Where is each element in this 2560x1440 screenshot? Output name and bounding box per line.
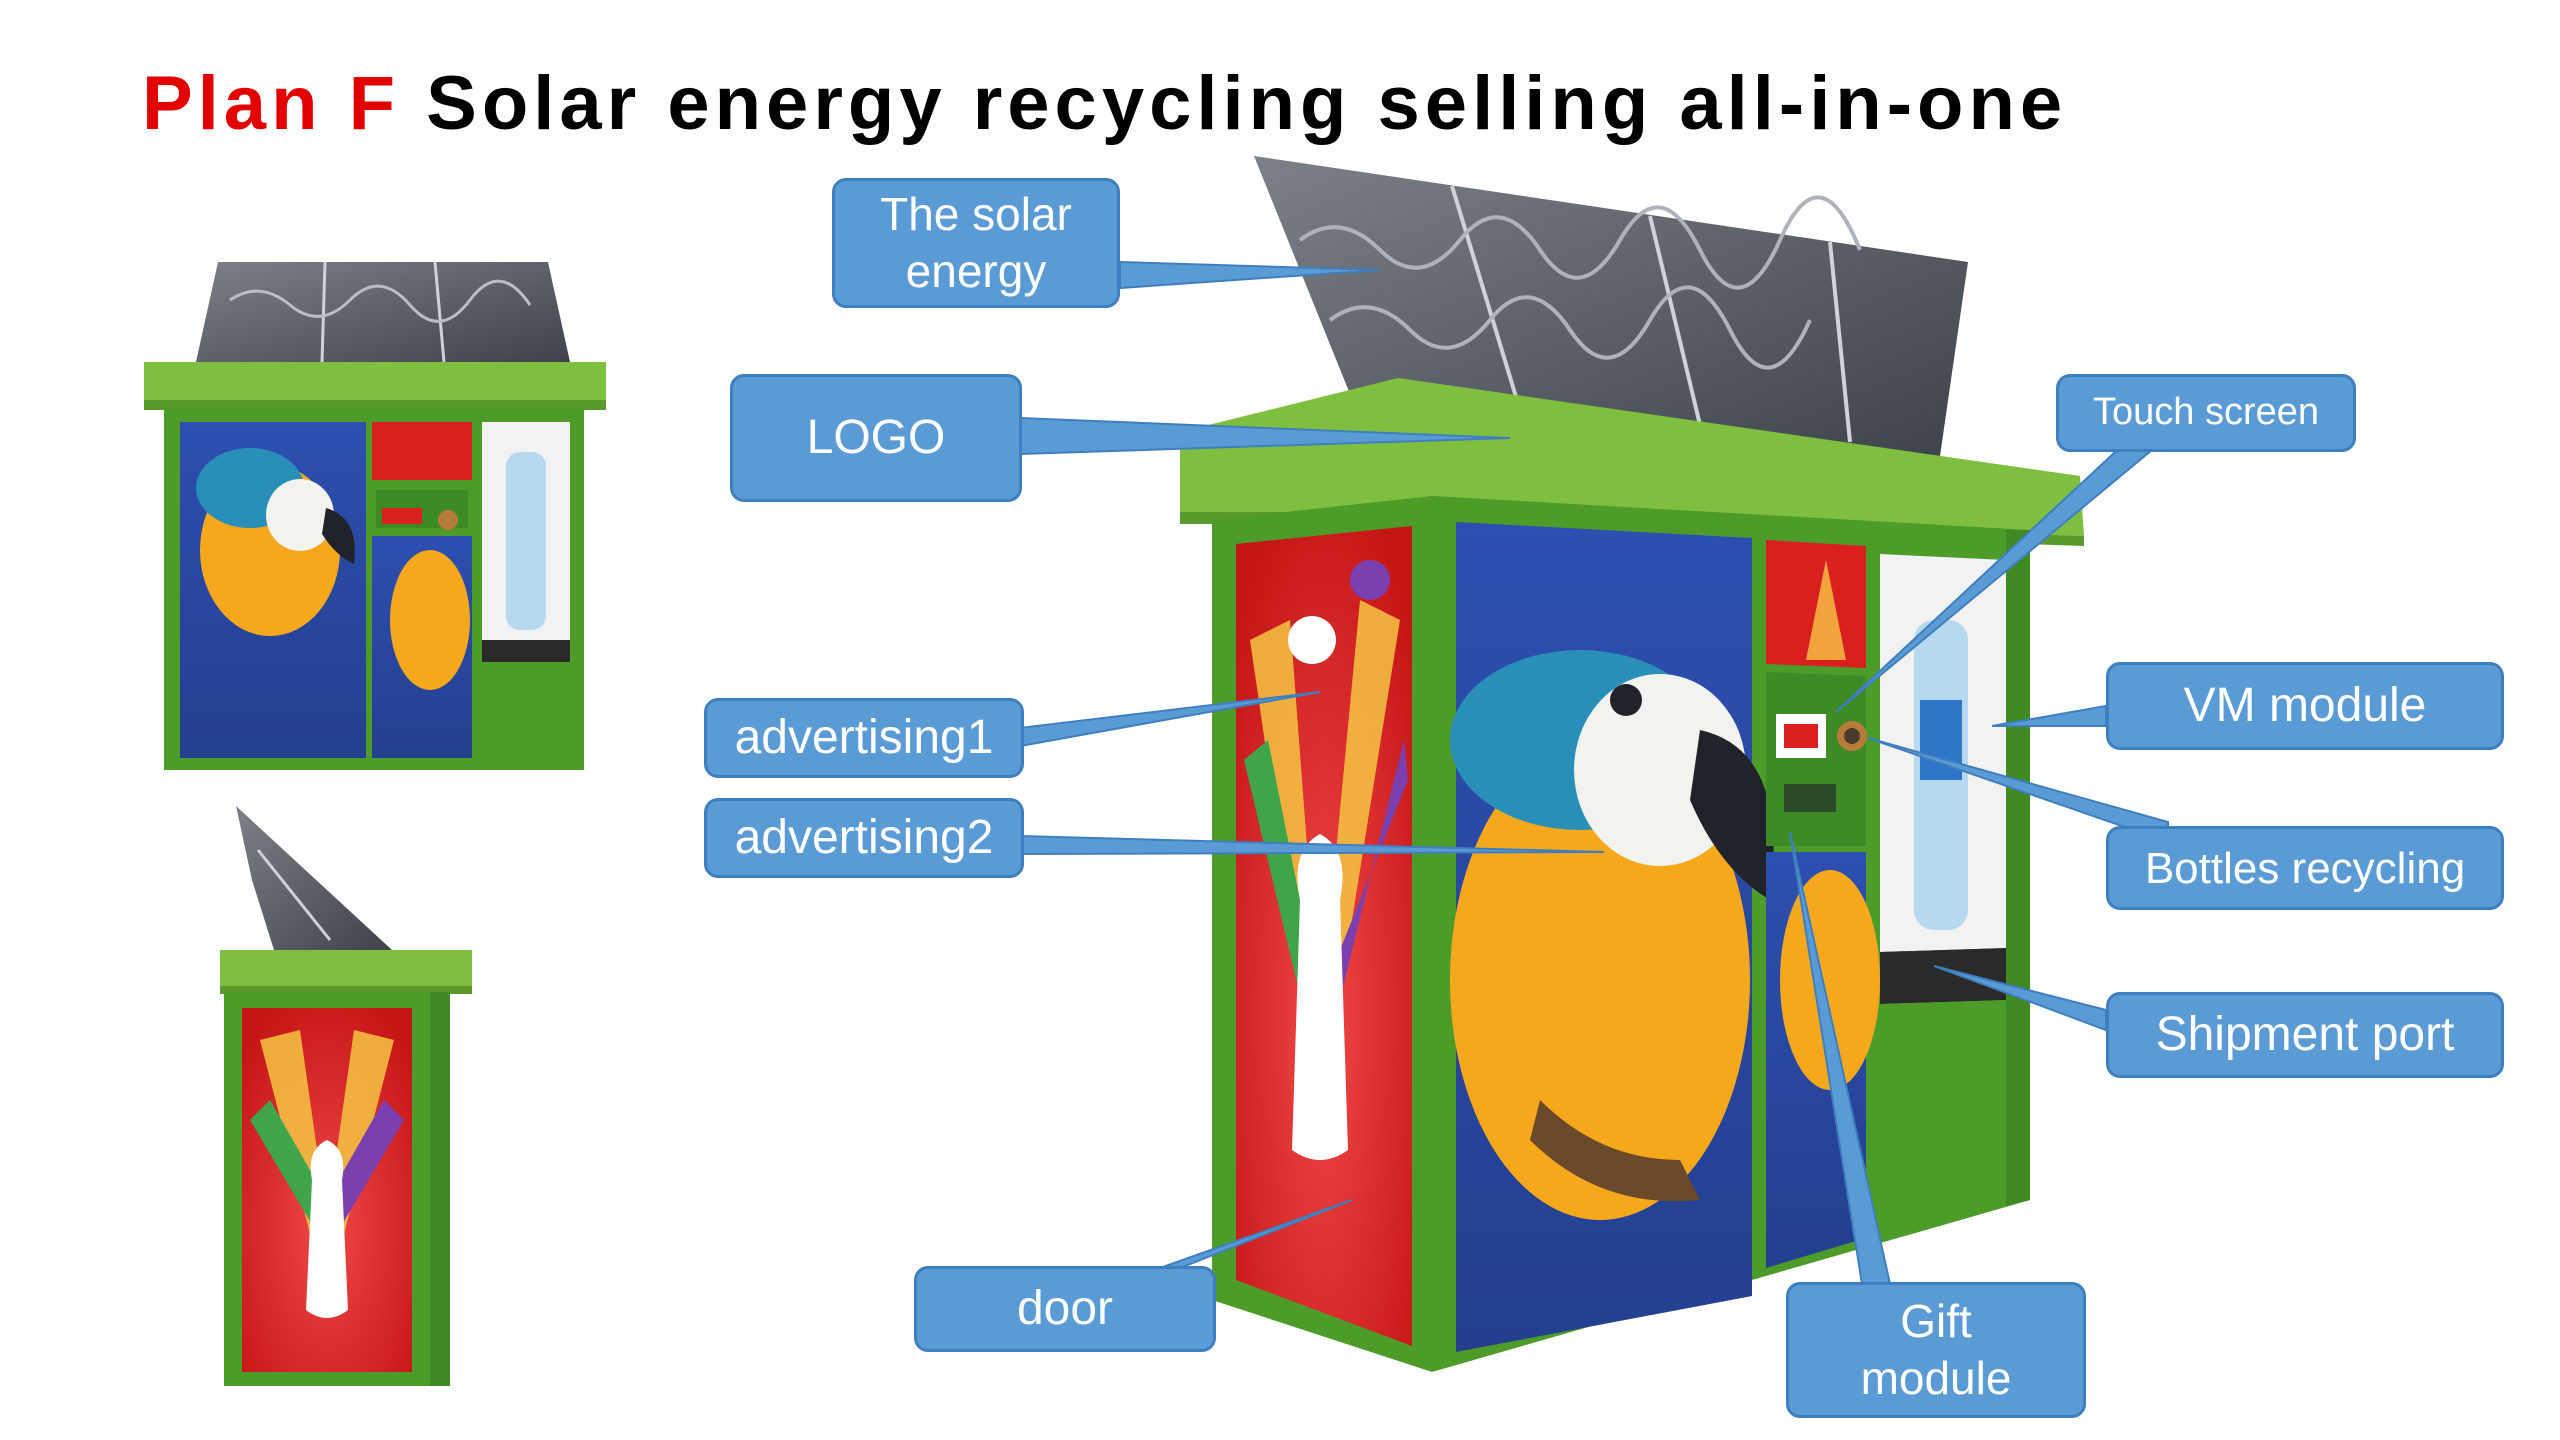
solar-panel-side bbox=[236, 806, 392, 950]
shipment-port-main bbox=[1880, 948, 2006, 1004]
callout-advertising1: advertising1 bbox=[704, 698, 1024, 778]
solar-panel bbox=[196, 262, 570, 362]
callout-touch-screen: Touch screen bbox=[2056, 374, 2356, 452]
callout-shipment-port: Shipment port bbox=[2106, 992, 2504, 1078]
main-solar-panel bbox=[1254, 156, 1968, 456]
kiosk-front-view bbox=[144, 261, 606, 770]
title-prefix: Plan F bbox=[142, 61, 401, 146]
gift-slot bbox=[1784, 784, 1836, 812]
callout-gift-module: Gift module bbox=[1786, 1282, 2086, 1418]
callout-bottles-recycling: Bottles recycling bbox=[2106, 826, 2504, 910]
kiosk-main-view bbox=[1180, 156, 2084, 1372]
title-text: Solar energy recycling selling all-in-on… bbox=[426, 61, 2068, 146]
callout-vm-module: VM module bbox=[2106, 662, 2504, 750]
callout-pointers bbox=[1019, 260, 2169, 1285]
callout-logo: LOGO bbox=[730, 374, 1022, 502]
kiosk-side-view bbox=[220, 806, 472, 1386]
page-title: Plan F Solar energy recycling selling al… bbox=[142, 60, 2067, 147]
main-roof bbox=[1180, 378, 2084, 536]
callout-door: door bbox=[914, 1266, 1216, 1352]
callout-solar-energy: The solar energy bbox=[832, 178, 1120, 308]
callout-advertising2: advertising2 bbox=[704, 798, 1024, 878]
roof-side bbox=[220, 950, 472, 992]
